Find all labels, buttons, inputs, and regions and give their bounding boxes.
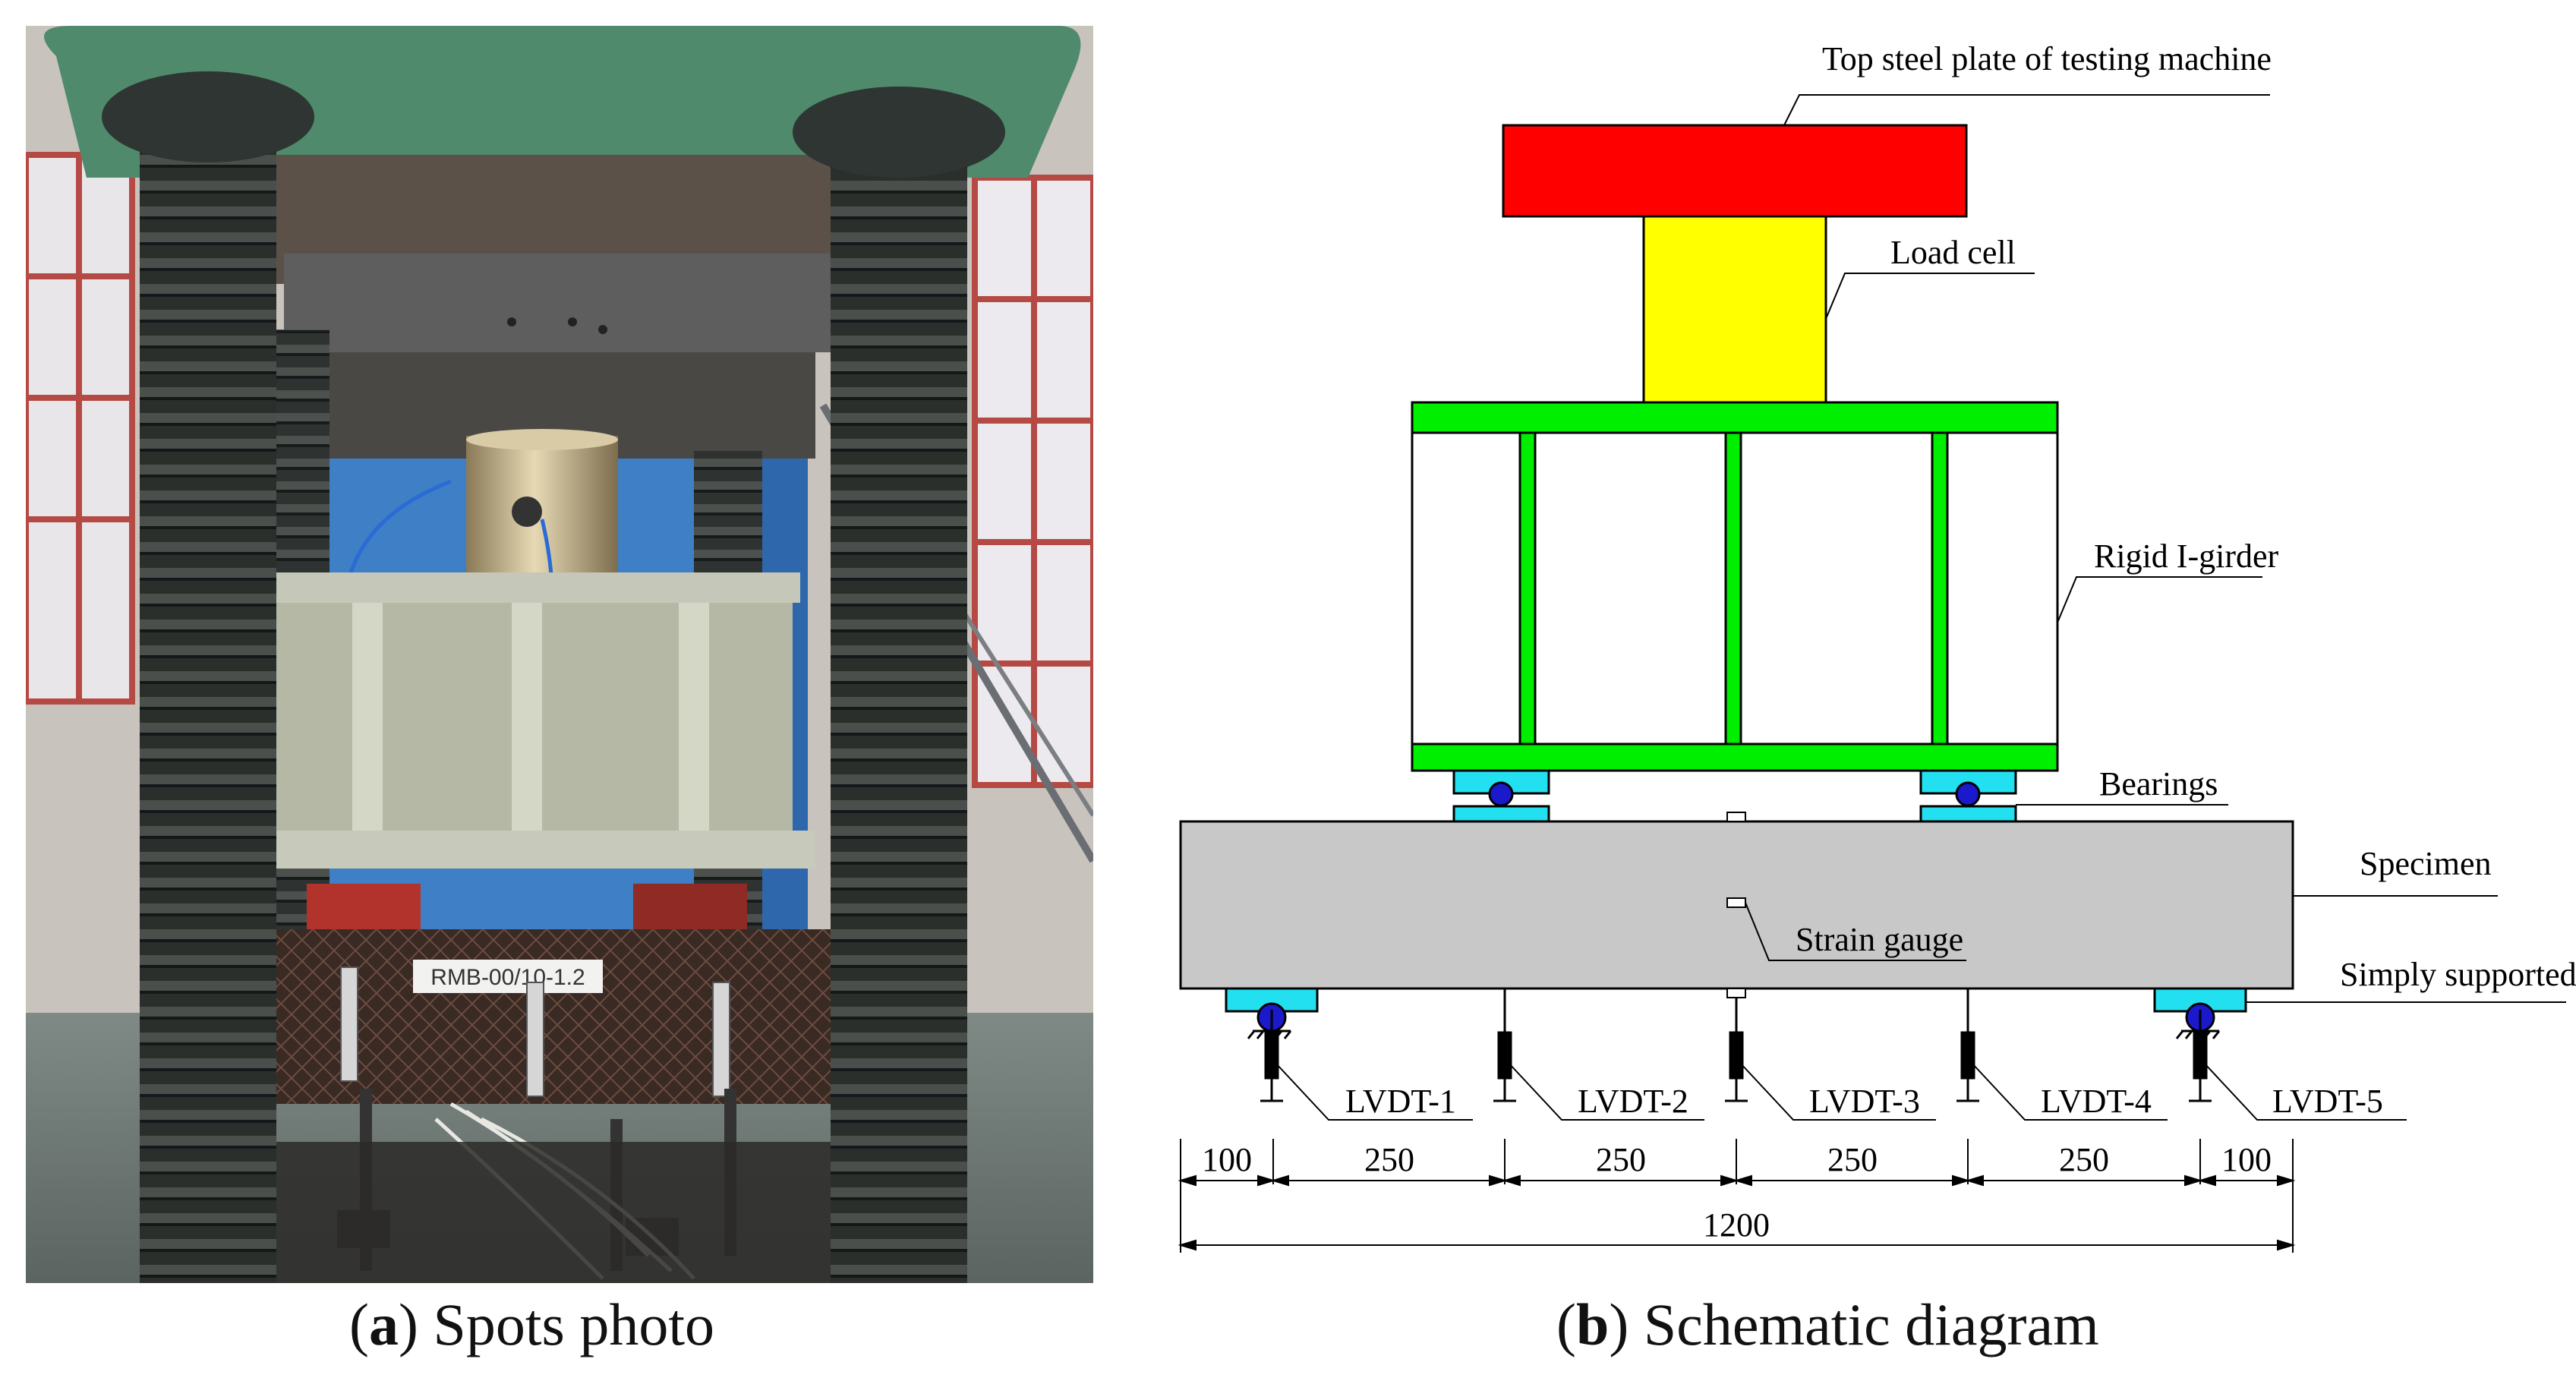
- lvdt-3-label: LVDT-3: [1809, 1083, 1920, 1120]
- main-screw-left: [140, 109, 276, 1283]
- main-screw-right: [831, 125, 967, 1283]
- lvdt-5-sensor: [2189, 1010, 2212, 1102]
- lvdt-4-label: LVDT-4: [2041, 1083, 2152, 1120]
- dim-segment-4: 250: [1827, 1141, 1878, 1178]
- lvdt-5-label: LVDT-5: [2272, 1083, 2383, 1120]
- spot-photo: RMB-00/10-1.2: [26, 26, 1093, 1283]
- strain-gauge-top: [1726, 812, 1746, 822]
- caption-b-text: Schematic diagram: [1643, 1291, 2099, 1357]
- dim-segment-6: 100: [2221, 1141, 2272, 1178]
- lvdt-3-sensor: [1725, 998, 1748, 1102]
- dim-segment-1: 100: [1202, 1141, 1252, 1178]
- window-left: [26, 152, 135, 705]
- caption-b-letter: b: [1575, 1291, 1610, 1357]
- specimen-plate-text: RMB-00/10-1.2: [430, 965, 585, 990]
- caption-a-letter: a: [368, 1291, 399, 1357]
- load-cell: [1642, 215, 1827, 404]
- caption-a: (a) Spots photo: [349, 1291, 715, 1357]
- strain-gauge-mid: [1726, 897, 1746, 908]
- dimension-lines: [1178, 1139, 2296, 1253]
- bearing-right: [1919, 769, 2017, 823]
- girder-label: Rigid I-girder: [2094, 538, 2279, 575]
- lvdt-2-label: LVDT-2: [1578, 1083, 1688, 1120]
- bearings-label: Bearings: [2099, 765, 2218, 802]
- strain-gauge-bottom: [1726, 988, 1746, 998]
- lvdt-1-sensor: [1260, 1010, 1283, 1102]
- dim-segment-3: 250: [1596, 1141, 1646, 1178]
- lvdt-1-label: LVDT-1: [1345, 1083, 1456, 1120]
- schematic-diagram: LVDT-1 LVDT-2 LVDT-3 LVDT-4 LVDT-5 Top s…: [1169, 23, 2576, 1268]
- support-left: [1225, 987, 1319, 1039]
- top-plate-label: Top steel plate of testing machine: [1822, 40, 2272, 77]
- rigid-i-girder: [1411, 401, 2059, 772]
- caption-b: (b) Schematic diagram: [1556, 1291, 2099, 1357]
- dim-segment-2: 250: [1364, 1141, 1414, 1178]
- girder-photo: [254, 572, 800, 603]
- bearing-left: [1452, 769, 1550, 823]
- lvdt-4-sensor: [1956, 988, 1979, 1102]
- dim-segment-5: 250: [2059, 1141, 2109, 1178]
- specimen-label: Specimen: [2360, 845, 2492, 882]
- loading-platen: [284, 254, 846, 352]
- dim-total: 1200: [1703, 1206, 1770, 1244]
- load-cell-label: Load cell: [1890, 234, 2016, 271]
- lvdt-2-sensor: [1493, 988, 1516, 1102]
- support-label: Simply supported: [2340, 956, 2576, 993]
- top-steel-plate: [1502, 124, 1968, 218]
- window-right: [972, 175, 1093, 788]
- caption-a-text: Spots photo: [433, 1291, 715, 1357]
- strain-gauge-label: Strain gauge: [1796, 921, 1963, 958]
